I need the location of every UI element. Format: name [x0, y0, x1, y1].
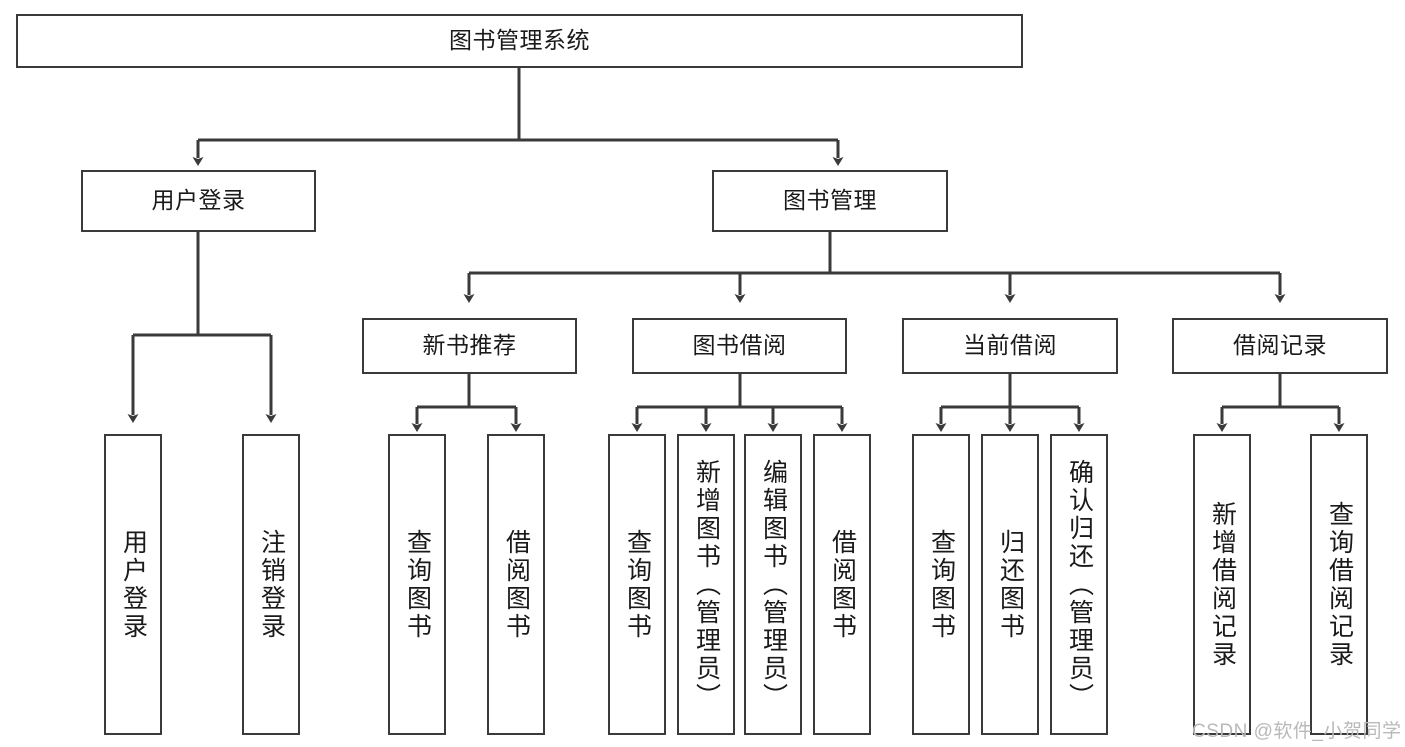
node-borrow-record[interactable]: 借阅记录 — [1172, 318, 1388, 374]
node-label: 借阅记录 — [1233, 332, 1327, 359]
node-label: 确认归还（管理员） — [1065, 458, 1094, 711]
node-label: 图书管理系统 — [449, 27, 590, 54]
node-user-login[interactable]: 用户登录 — [81, 170, 316, 232]
node-root-book-management-system[interactable]: 图书管理系统 — [16, 14, 1023, 68]
node-label: 注销登录 — [257, 528, 286, 641]
leaf-add-borrow-record[interactable]: 新增借阅记录 — [1193, 434, 1251, 735]
leaf-query-book-borrow[interactable]: 查询图书 — [608, 434, 666, 735]
leaf-add-book-admin[interactable]: 新增图书（管理员） — [677, 434, 735, 735]
node-label: 用户登录 — [119, 528, 148, 641]
node-current-borrow[interactable]: 当前借阅 — [902, 318, 1118, 374]
node-label: 新增图书（管理员） — [692, 458, 721, 711]
node-label: 借阅图书 — [502, 528, 531, 641]
node-label: 查询图书 — [623, 528, 652, 641]
node-label: 查询图书 — [403, 528, 432, 641]
node-label: 查询借阅记录 — [1325, 500, 1354, 669]
node-label: 新书推荐 — [422, 332, 517, 359]
node-label: 编辑图书（管理员） — [759, 458, 788, 711]
node-label: 当前借阅 — [963, 332, 1057, 359]
leaf-user-login[interactable]: 用户登录 — [104, 434, 162, 735]
node-label: 借阅图书 — [828, 528, 857, 641]
node-book-management[interactable]: 图书管理 — [712, 170, 948, 232]
node-label: 图书管理 — [783, 187, 877, 214]
leaf-borrow-book[interactable]: 借阅图书 — [813, 434, 871, 735]
leaf-return-book[interactable]: 归还图书 — [981, 434, 1039, 735]
leaf-query-borrow-record[interactable]: 查询借阅记录 — [1310, 434, 1368, 735]
csdn-watermark: CSDN @软件_小贺同学 — [1192, 721, 1402, 742]
leaf-query-book-recommend[interactable]: 查询图书 — [388, 434, 446, 735]
leaf-edit-book-admin[interactable]: 编辑图书（管理员） — [744, 434, 802, 735]
node-label: 查询图书 — [927, 528, 956, 641]
leaf-confirm-return-admin[interactable]: 确认归还（管理员） — [1050, 434, 1108, 735]
node-label: 图书借阅 — [692, 332, 787, 359]
leaf-query-book-current[interactable]: 查询图书 — [912, 434, 970, 735]
node-label: 用户登录 — [151, 187, 246, 214]
node-label: 新增借阅记录 — [1208, 500, 1237, 669]
node-new-book-recommend[interactable]: 新书推荐 — [362, 318, 577, 374]
leaf-borrow-book-recommend[interactable]: 借阅图书 — [487, 434, 545, 735]
node-book-borrow[interactable]: 图书借阅 — [632, 318, 847, 374]
leaf-logout-login[interactable]: 注销登录 — [242, 434, 300, 735]
node-label: 归还图书 — [996, 528, 1025, 641]
